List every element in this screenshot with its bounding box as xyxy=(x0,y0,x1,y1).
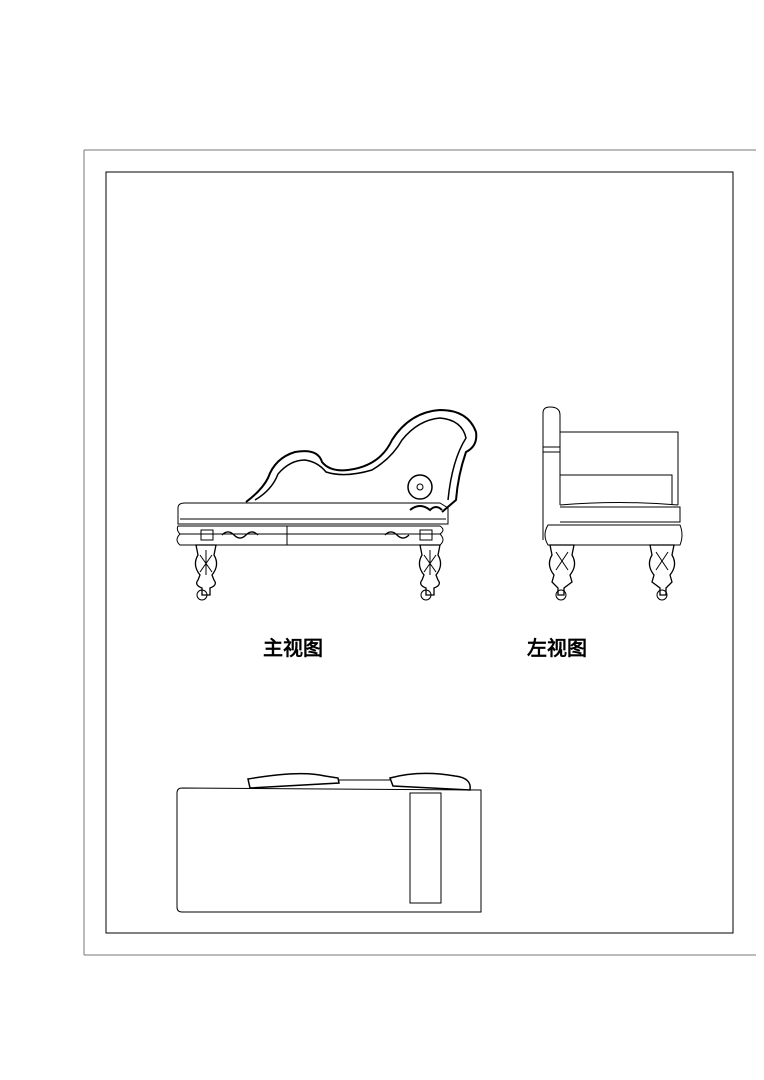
side-leg-right xyxy=(648,544,676,601)
front-view-chaise xyxy=(176,408,478,601)
outer-frame xyxy=(83,149,756,956)
left-view-label: 左视图 xyxy=(527,636,587,660)
side-leg-left xyxy=(548,544,576,601)
front-leg-left xyxy=(194,544,218,601)
left-view-chaise xyxy=(542,406,683,601)
front-leg-right xyxy=(418,544,442,601)
inner-frame xyxy=(105,171,734,934)
top-view-chaise xyxy=(176,772,482,913)
front-view-label: 主视图 xyxy=(263,636,323,660)
